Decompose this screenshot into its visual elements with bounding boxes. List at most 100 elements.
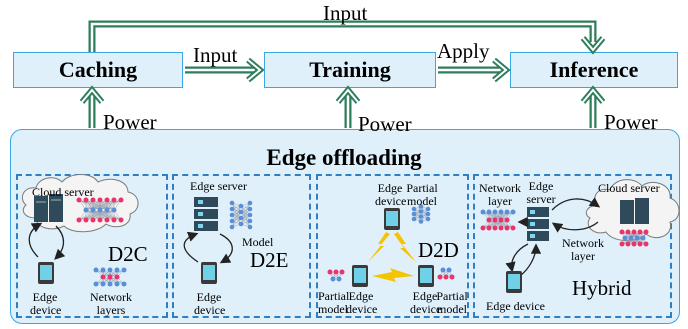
- network-edge: [621, 237, 638, 245]
- edge-offloading-title: Edge offloading: [266, 145, 422, 170]
- d2d-top-partial-line1: Partial: [406, 181, 438, 195]
- network-edge: [99, 209, 115, 221]
- inference-label: Inference: [549, 57, 639, 82]
- hybrid-tag: Hybrid: [572, 276, 632, 300]
- d2c-cloud-server-icon: [34, 194, 63, 222]
- d2c-network-layers-icon: [93, 267, 127, 287]
- network-neuron: [418, 219, 424, 224]
- network-neuron: [480, 209, 486, 215]
- d2d-right-partial-network: [437, 267, 455, 280]
- network-neuron: [628, 235, 634, 241]
- network-neuron: [104, 197, 110, 203]
- hybrid-arrows: [505, 197, 601, 277]
- network-edge: [240, 202, 251, 219]
- network-neuron: [100, 281, 106, 287]
- network-edge: [85, 199, 108, 211]
- d2d-left-phone-icon: [352, 265, 368, 287]
- network-edge: [482, 219, 502, 229]
- hybrid-network-layer-b-line2: layer: [571, 248, 595, 263]
- network-edge: [102, 276, 118, 285]
- hybrid-network-layer-label: Network layer: [477, 182, 523, 207]
- network-neuron: [247, 224, 253, 230]
- network-edge: [630, 231, 647, 239]
- network-edge: [78, 209, 101, 221]
- d2d-top-partial-line2: model: [407, 193, 437, 208]
- network-edge: [78, 209, 94, 221]
- d2d-right-partial-label: Partial model: [436, 290, 468, 315]
- d2d-panel: [316, 174, 469, 318]
- network-neuron: [97, 197, 103, 203]
- network-neuron: [418, 204, 424, 209]
- network-neuron: [229, 224, 235, 230]
- network-neuron: [238, 221, 244, 227]
- d2c-network-layers-label: Network layers: [88, 291, 134, 316]
- network-neuron: [121, 267, 127, 273]
- network-edge: [85, 199, 115, 211]
- network-edge: [420, 208, 429, 222]
- d2e-tag: D2E: [250, 248, 289, 272]
- d2c-tag: D2C: [108, 242, 148, 266]
- d2c-panel: [16, 174, 168, 318]
- d2e-phone-icon: [201, 262, 217, 284]
- hybrid-edge-server-line1: Edge: [528, 179, 554, 193]
- d2d-top-device-line1: Edge: [377, 181, 403, 195]
- input-arrow-mid: [185, 57, 265, 83]
- hybrid-network-layer-b-line1: Network: [562, 236, 604, 250]
- hybrid-network-layer-icon: [480, 209, 516, 231]
- power-arrow-2: [335, 85, 361, 128]
- network-neuron: [83, 197, 89, 203]
- network-neuron: [643, 229, 649, 235]
- power-arrow-3: [580, 85, 606, 128]
- network-neuron: [625, 229, 631, 235]
- network-neuron: [97, 207, 103, 213]
- d2d-left-partial-line1: Partial: [318, 289, 350, 303]
- network-neuron: [229, 218, 235, 224]
- network-neuron: [104, 217, 110, 223]
- hybrid-cloud-server-icon: [620, 198, 649, 224]
- network-neuron: [637, 241, 643, 247]
- network-neuron: [411, 216, 417, 222]
- d2d-top-partial-network: [411, 204, 431, 224]
- network-neuron: [643, 241, 649, 247]
- network-neuron: [93, 281, 99, 287]
- d2e-model-label: Model: [242, 235, 274, 249]
- d2c-edge-device-line1: Edge: [32, 290, 58, 304]
- network-neuron: [443, 274, 449, 280]
- network-edge: [627, 237, 644, 245]
- d2d-left-partial-line2: model: [318, 301, 348, 316]
- network-edge: [95, 276, 118, 285]
- network-neuron: [437, 274, 443, 280]
- apply-arrow: [438, 57, 511, 83]
- d2d-right-device-line1: Edge: [412, 289, 438, 303]
- network-neuron: [492, 225, 498, 231]
- network-neuron: [418, 214, 424, 219]
- network-neuron: [510, 225, 516, 231]
- network-neuron: [411, 206, 417, 212]
- network-neuron: [625, 241, 631, 247]
- network-neuron: [100, 274, 106, 280]
- input-mid-label: Input: [193, 43, 238, 67]
- network-edge: [85, 199, 101, 211]
- network-neuron: [418, 209, 424, 214]
- d2c-network-line1: Network: [90, 290, 132, 304]
- input-top-label: Input: [323, 1, 368, 25]
- network-edge: [488, 219, 508, 229]
- network-edge: [488, 211, 508, 221]
- d2e-cycle-arrows: [183, 231, 233, 264]
- apply-label: Apply: [437, 39, 490, 63]
- network-neuron: [492, 217, 498, 223]
- network-neuron: [114, 267, 120, 273]
- network-edge: [413, 206, 422, 220]
- network-neuron: [107, 274, 113, 280]
- network-neuron: [97, 217, 103, 223]
- network-edge: [231, 205, 242, 228]
- network-neuron: [247, 200, 253, 206]
- network-neuron: [504, 217, 510, 223]
- network-neuron: [76, 217, 82, 223]
- network-neuron: [640, 235, 646, 241]
- network-edge: [92, 209, 115, 221]
- network-neuron: [504, 209, 510, 215]
- network-neuron: [229, 212, 235, 218]
- network-neuron: [631, 229, 637, 235]
- d2d-top-phone-icon: [384, 208, 400, 230]
